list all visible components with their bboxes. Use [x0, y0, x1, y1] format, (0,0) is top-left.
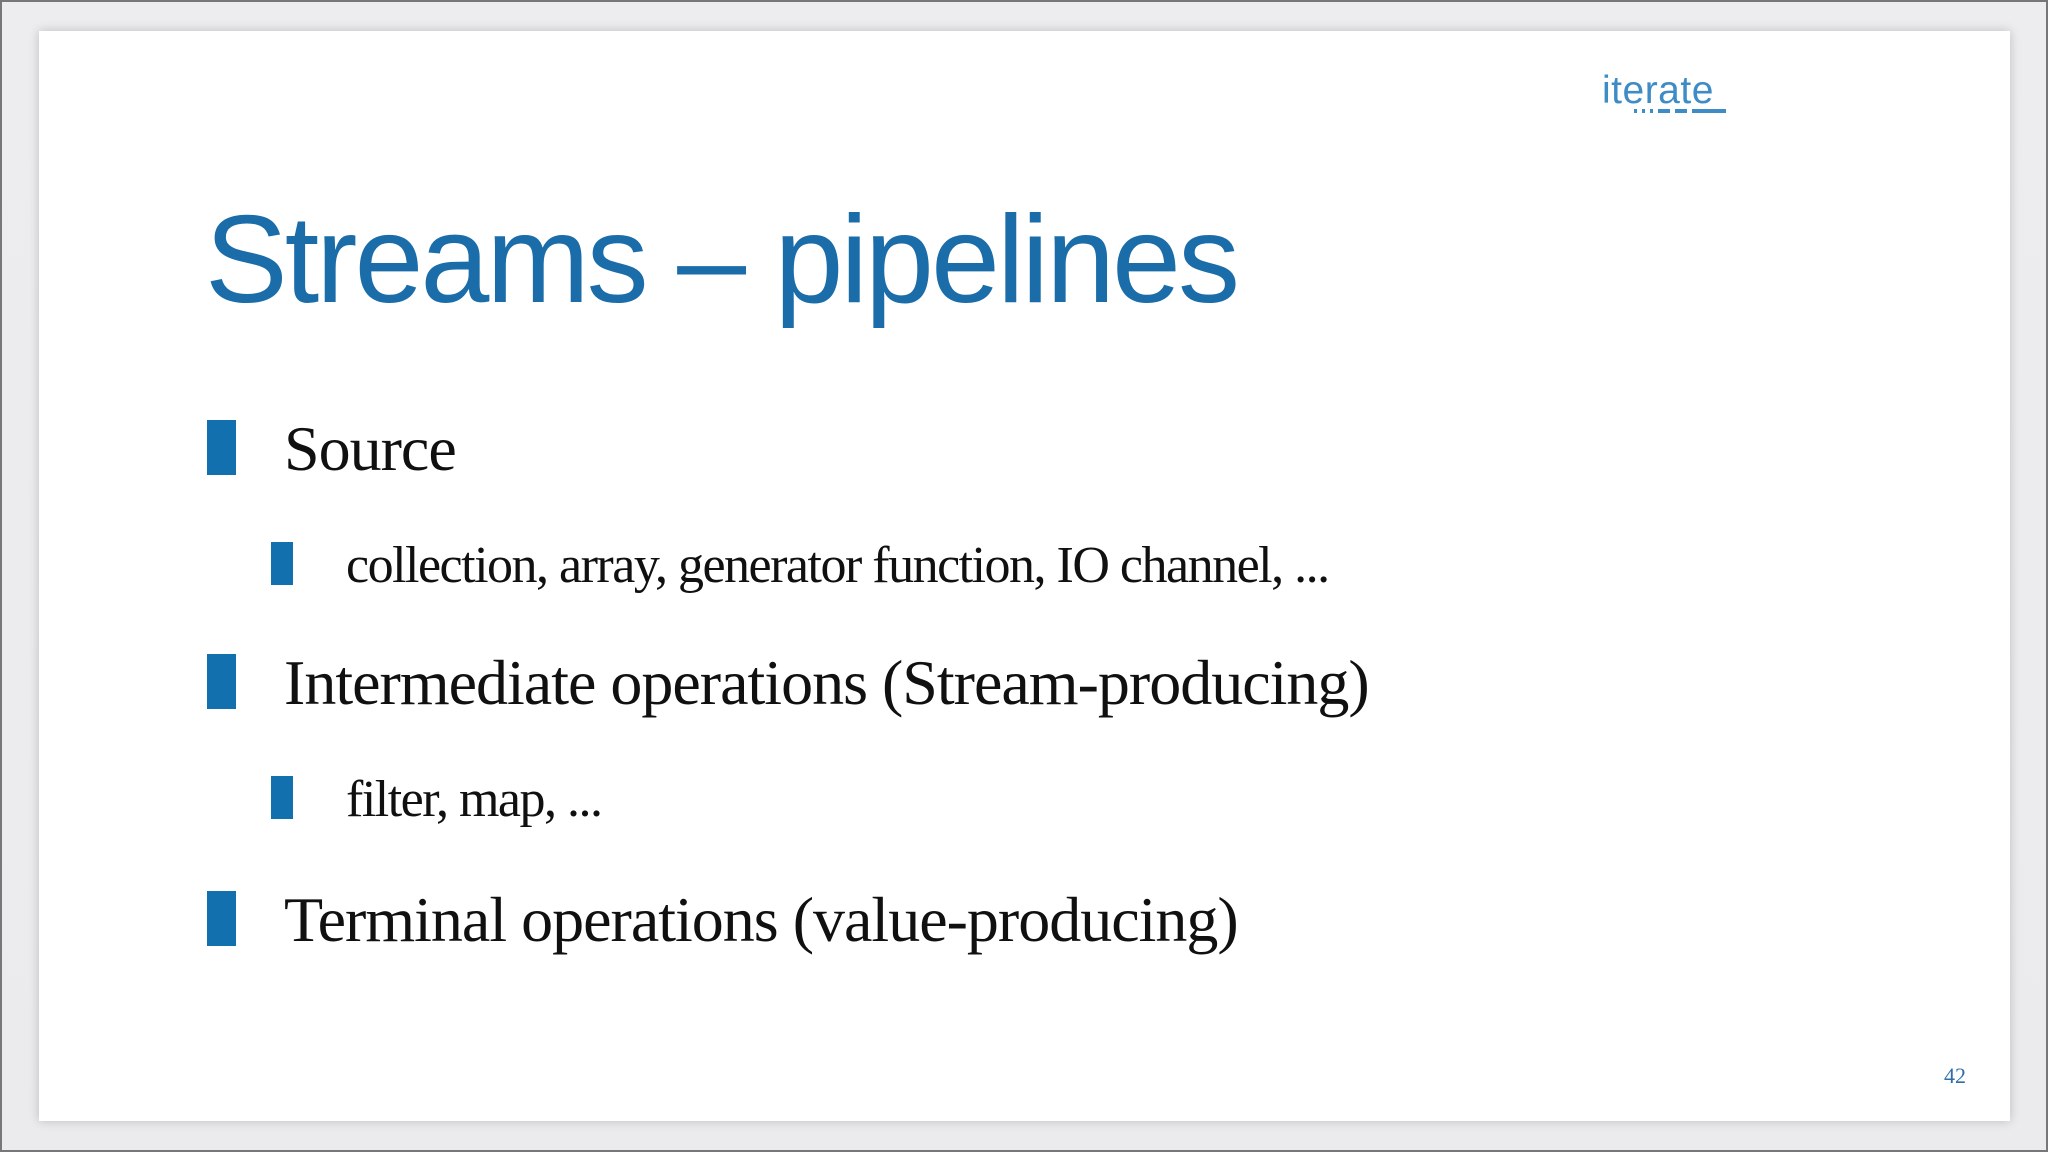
iterate-logo-text: iterate — [1602, 69, 1714, 112]
page-number: 42 — [1944, 1063, 1966, 1088]
dash-icon — [1675, 109, 1687, 113]
bullet-marker-icon — [271, 542, 293, 585]
bullet-text: collection, array, generator function, I… — [346, 537, 1330, 594]
dash-icon — [1634, 109, 1637, 113]
bullet-text: filter, map, ... — [346, 771, 603, 828]
bullet-text: Source — [284, 413, 457, 484]
bullet-marker-icon — [207, 420, 236, 475]
iterate-logo-underline-icon — [1634, 109, 1726, 113]
bullet-text: Intermediate operations (Stream-producin… — [284, 647, 1370, 718]
bullet-marker-icon — [271, 776, 293, 819]
bullet-marker-icon — [207, 891, 236, 946]
bullet-marker-icon — [207, 654, 236, 709]
iterate-logo: iterate — [1602, 69, 1726, 113]
dash-icon — [1650, 109, 1653, 113]
bullet-text: Terminal operations (value-producing) — [284, 884, 1239, 955]
presentation-slide: iterate Streams – pipelines Source colle… — [39, 31, 2010, 1121]
dash-icon — [1642, 109, 1645, 113]
slide-title: Streams – pipelines — [205, 191, 1240, 329]
dash-icon — [1658, 109, 1670, 113]
dash-icon — [1692, 109, 1726, 113]
